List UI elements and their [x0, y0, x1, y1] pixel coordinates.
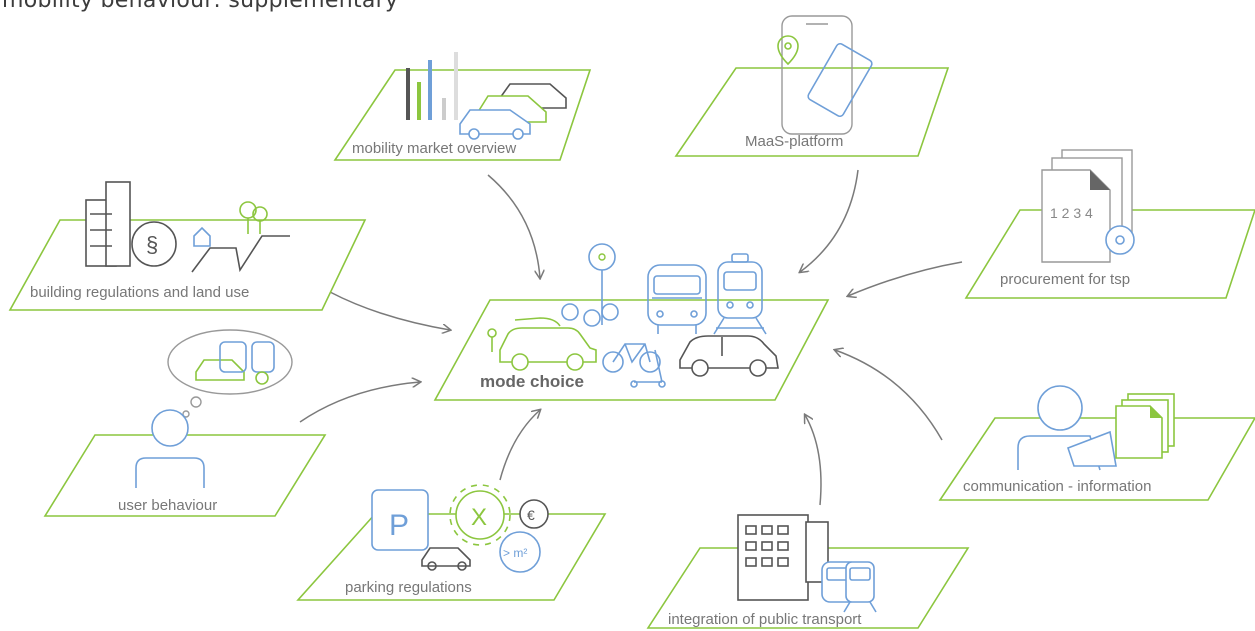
arrows [299, 169, 963, 506]
buildings-icon [85, 181, 131, 267]
node-communication-information: communication - information [938, 385, 1255, 501]
bike-cluster-icon [561, 303, 619, 327]
node-user-behaviour: user behaviour [43, 329, 327, 517]
maas-plane [674, 67, 950, 157]
arrow-maas-to-center [800, 169, 859, 272]
arrow-market-to-center [487, 174, 540, 278]
parking-label: parking regulations [345, 579, 472, 596]
mode-choice-label: mode choice [480, 372, 584, 391]
paragraph-symbol: § [146, 232, 158, 257]
node-parking-regulations: P X € > m² parking regulations [296, 484, 607, 601]
bicycle-icon [602, 343, 661, 373]
bar-chart-icon [406, 52, 458, 120]
doc-numbers: 1 2 3 4 [1050, 205, 1093, 221]
gear-x-icon: X [449, 484, 511, 546]
user-plane [43, 434, 327, 517]
parking-sign-icon: P [371, 489, 429, 551]
node-mode-choice: mode choice [433, 243, 830, 401]
document-stack-icon [1115, 393, 1175, 459]
euro-symbol: € [527, 507, 535, 523]
car-icon [679, 335, 779, 377]
maas-label: MaaS-platform [745, 133, 843, 150]
paragraph-icon: § [131, 221, 177, 267]
euro-gear-icon: € [519, 499, 549, 529]
communicator-icon [1017, 385, 1101, 471]
bus-stop-icon [588, 243, 616, 325]
arrow-building-to-center [329, 291, 450, 330]
thought-bubble-icon [167, 329, 293, 418]
building-label: building regulations and land use [30, 284, 249, 301]
tram-small-icon [843, 561, 877, 613]
node-mobility-market-overview: mobility market overview [333, 52, 592, 161]
map-pin-icon [777, 35, 799, 66]
parking-letter: P [389, 509, 409, 542]
node-maas-platform: MaaS-platform [674, 15, 950, 157]
cars-stack-icon [459, 83, 567, 140]
arrow-user-to-center [299, 382, 420, 423]
arrow-parking-to-center [499, 410, 540, 481]
arrow-procurement-to-center [848, 261, 963, 296]
node-building-regulations: § building regulations and land use [8, 181, 367, 311]
ecar-icon [487, 317, 597, 371]
integration-label: integration of public transport [668, 611, 862, 628]
node-procurement: 1 2 3 4 procurement for tsp [964, 149, 1255, 299]
area-gear-icon: > m² [499, 531, 541, 573]
smartphone-icon [781, 15, 853, 135]
scooter-icon [630, 349, 666, 388]
mode-choice-plane [433, 299, 830, 401]
market-plane [333, 69, 592, 161]
arrow-integration-to-center [805, 415, 822, 506]
office-building-icon [737, 514, 829, 601]
megaphone-icon [1066, 430, 1117, 467]
arrow-communication-to-center [835, 350, 943, 441]
node-integration-public-transport: integration of public transport [646, 514, 970, 629]
ticket-icon [807, 42, 873, 118]
procurement-label: procurement for tsp [1000, 271, 1130, 288]
small-car-icon [421, 547, 471, 571]
area-symbol: > m² [503, 546, 527, 560]
land-use-icon [191, 201, 290, 273]
person-icon [135, 409, 205, 488]
bus-icon [647, 264, 707, 334]
documents-icon: 1 2 3 4 [1041, 149, 1135, 263]
communication-label: communication - information [963, 478, 1151, 495]
user-label: user behaviour [118, 497, 217, 514]
page-title: mobility behaviour: supplementary [2, 0, 399, 13]
tram-icon [713, 253, 767, 335]
gear-x-letter: X [471, 504, 487, 531]
market-label: mobility market overview [352, 140, 516, 157]
